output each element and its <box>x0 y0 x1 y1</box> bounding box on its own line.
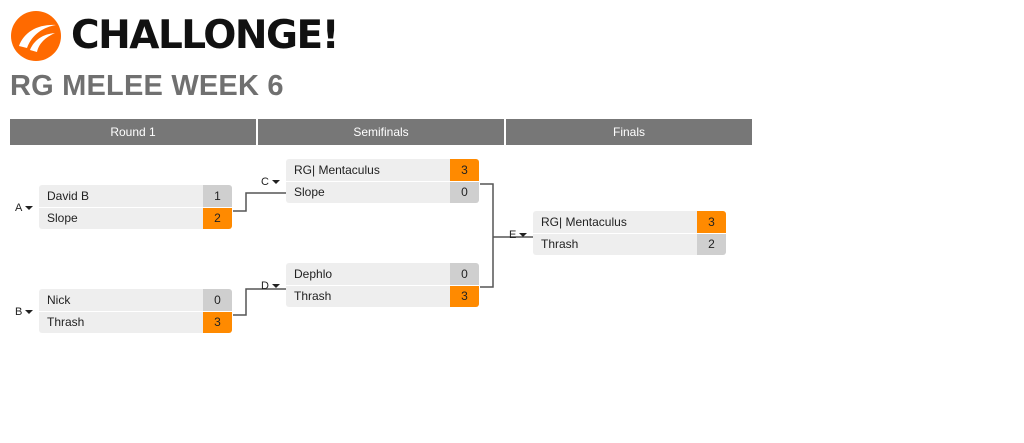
match-e-player-2[interactable]: Thrash 2 <box>533 233 727 255</box>
tournament-title: RG MELEE WEEK 6 <box>10 70 284 102</box>
match-label-e[interactable]: E <box>509 228 528 242</box>
match-label-a[interactable]: A <box>15 201 34 215</box>
player-score: 0 <box>450 182 479 203</box>
player-score: 0 <box>203 289 232 311</box>
player-name: Slope <box>286 182 450 203</box>
match-d[interactable]: Dephlo 0 Thrash 3 <box>286 263 480 307</box>
match-c-player-1[interactable]: RG| Mentaculus 3 <box>286 159 480 181</box>
caret-down-icon <box>519 233 528 237</box>
caret-down-icon <box>271 284 280 288</box>
match-label-d[interactable]: D <box>261 279 280 293</box>
round-header-1: Round 1 <box>10 119 256 145</box>
player-score: 3 <box>450 159 479 181</box>
player-score: 2 <box>697 234 726 255</box>
match-d-player-2[interactable]: Thrash 3 <box>286 285 480 307</box>
player-name: Nick <box>39 289 203 311</box>
connector-c-e <box>480 183 494 288</box>
match-label-c[interactable]: C <box>261 175 280 189</box>
brand-name: CHALLONGE! <box>71 13 340 58</box>
player-name: RG| Mentaculus <box>533 211 697 233</box>
match-e-player-1[interactable]: RG| Mentaculus 3 <box>533 211 727 233</box>
player-name: Slope <box>39 208 203 229</box>
player-score: 2 <box>203 208 232 229</box>
match-e[interactable]: RG| Mentaculus 3 Thrash 2 <box>533 211 727 255</box>
caret-down-icon <box>25 310 34 314</box>
round-header-semifinals: Semifinals <box>258 119 504 145</box>
match-b[interactable]: Nick 0 Thrash 3 <box>39 289 233 333</box>
challonge-flame-icon <box>11 11 61 61</box>
match-a-player-2[interactable]: Slope 2 <box>39 207 233 229</box>
player-score: 3 <box>450 286 479 307</box>
match-c-player-2[interactable]: Slope 0 <box>286 181 480 203</box>
player-score: 3 <box>203 312 232 333</box>
player-name: David B <box>39 185 203 207</box>
match-label-b[interactable]: B <box>15 305 34 319</box>
connector-a-c <box>233 192 286 212</box>
match-c[interactable]: RG| Mentaculus 3 Slope 0 <box>286 159 480 203</box>
match-a[interactable]: David B 1 Slope 2 <box>39 185 233 229</box>
player-score: 1 <box>203 185 232 207</box>
player-name: RG| Mentaculus <box>286 159 450 181</box>
challonge-logo[interactable]: CHALLONGE! <box>10 10 340 62</box>
match-b-player-1[interactable]: Nick 0 <box>39 289 233 311</box>
player-name: Dephlo <box>286 263 450 285</box>
connector-b-d <box>233 288 286 316</box>
match-a-player-1[interactable]: David B 1 <box>39 185 233 207</box>
round-header-finals: Finals <box>506 119 752 145</box>
player-name: Thrash <box>533 234 697 255</box>
caret-down-icon <box>271 180 280 184</box>
match-b-player-2[interactable]: Thrash 3 <box>39 311 233 333</box>
caret-down-icon <box>25 206 34 210</box>
player-score: 3 <box>697 211 726 233</box>
player-score: 0 <box>450 263 479 285</box>
player-name: Thrash <box>286 286 450 307</box>
player-name: Thrash <box>39 312 203 333</box>
match-d-player-1[interactable]: Dephlo 0 <box>286 263 480 285</box>
